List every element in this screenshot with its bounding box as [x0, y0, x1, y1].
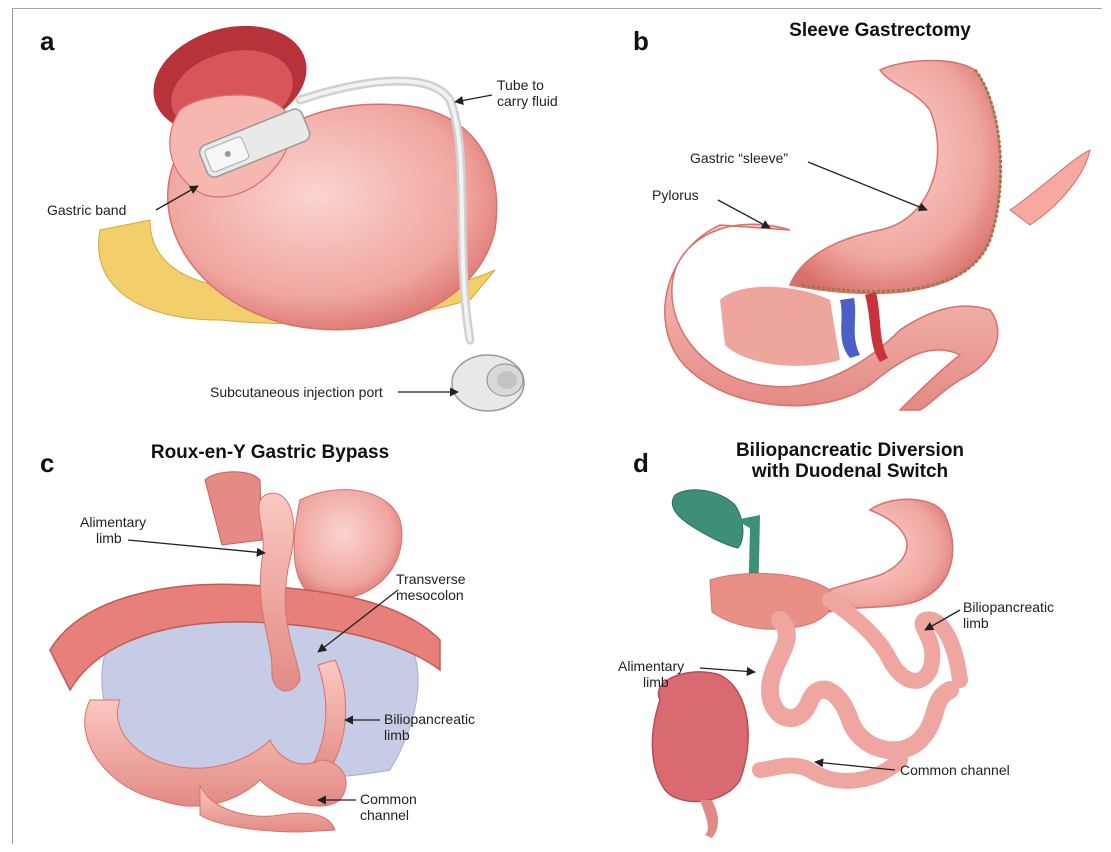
biliopancreatic-limb-d — [830, 600, 960, 681]
label-gastric-band: Gastric band — [47, 203, 126, 218]
label-d-alimentary-line1: Alimentary — [618, 659, 684, 674]
cecum — [652, 672, 748, 802]
excluded-stomach — [294, 490, 402, 600]
label-c-bilio-line2: limb — [384, 728, 410, 743]
panel-a-letter: a — [40, 28, 54, 54]
label-d-bilio-line1: Biliopancreatic — [963, 600, 1054, 615]
panel-b-illustration — [665, 61, 1090, 410]
label-d-bilio-line2: limb — [963, 616, 989, 631]
panel-b-title: Sleeve Gastrectomy — [740, 20, 1020, 41]
label-c-alimentary-line2: limb — [96, 531, 122, 546]
label-c-alimentary-line1: Alimentary — [80, 515, 146, 530]
appendix — [700, 800, 718, 838]
gallbladder — [672, 490, 743, 548]
pancreas-area — [720, 287, 840, 366]
panel-c-title: Roux-en-Y Gastric Bypass — [110, 442, 430, 463]
vein — [840, 298, 860, 358]
label-c-common-line1: Common — [360, 792, 417, 807]
panel-d-letter: d — [633, 450, 649, 476]
label-gastric-sleeve: Gastric “sleeve” — [690, 151, 788, 166]
panel-b-letter: b — [633, 28, 649, 54]
artery — [865, 292, 888, 362]
label-pylorus: Pylorus — [652, 188, 699, 203]
label-injection-port: Subcutaneous injection port — [210, 385, 383, 400]
label-tube-line2: carry fluid — [497, 94, 558, 109]
panel-a-illustration — [99, 10, 525, 411]
esophagus-c — [205, 472, 262, 545]
removed-stomach-flap — [1010, 150, 1090, 225]
injection-port — [452, 355, 524, 411]
label-d-common-channel: Common channel — [900, 763, 1010, 778]
panel-d-title-line2: with Duodenal Switch — [690, 461, 1010, 482]
sleeve-stomach — [790, 61, 1001, 294]
panel-c-letter: c — [40, 450, 54, 476]
label-tube-line1: Tube to — [497, 78, 544, 93]
panel-d-illustration — [652, 490, 960, 838]
label-c-bilio-line1: Biliopancreatic — [384, 712, 475, 727]
label-d-alimentary-line2: limb — [643, 675, 669, 690]
panel-d-title-line1: Biliopancreatic Diversion — [690, 440, 1010, 461]
label-c-transverse-line1: Transverse — [396, 572, 466, 587]
label-c-common-line2: channel — [360, 808, 409, 823]
label-c-transverse-line2: mesocolon — [396, 588, 464, 603]
